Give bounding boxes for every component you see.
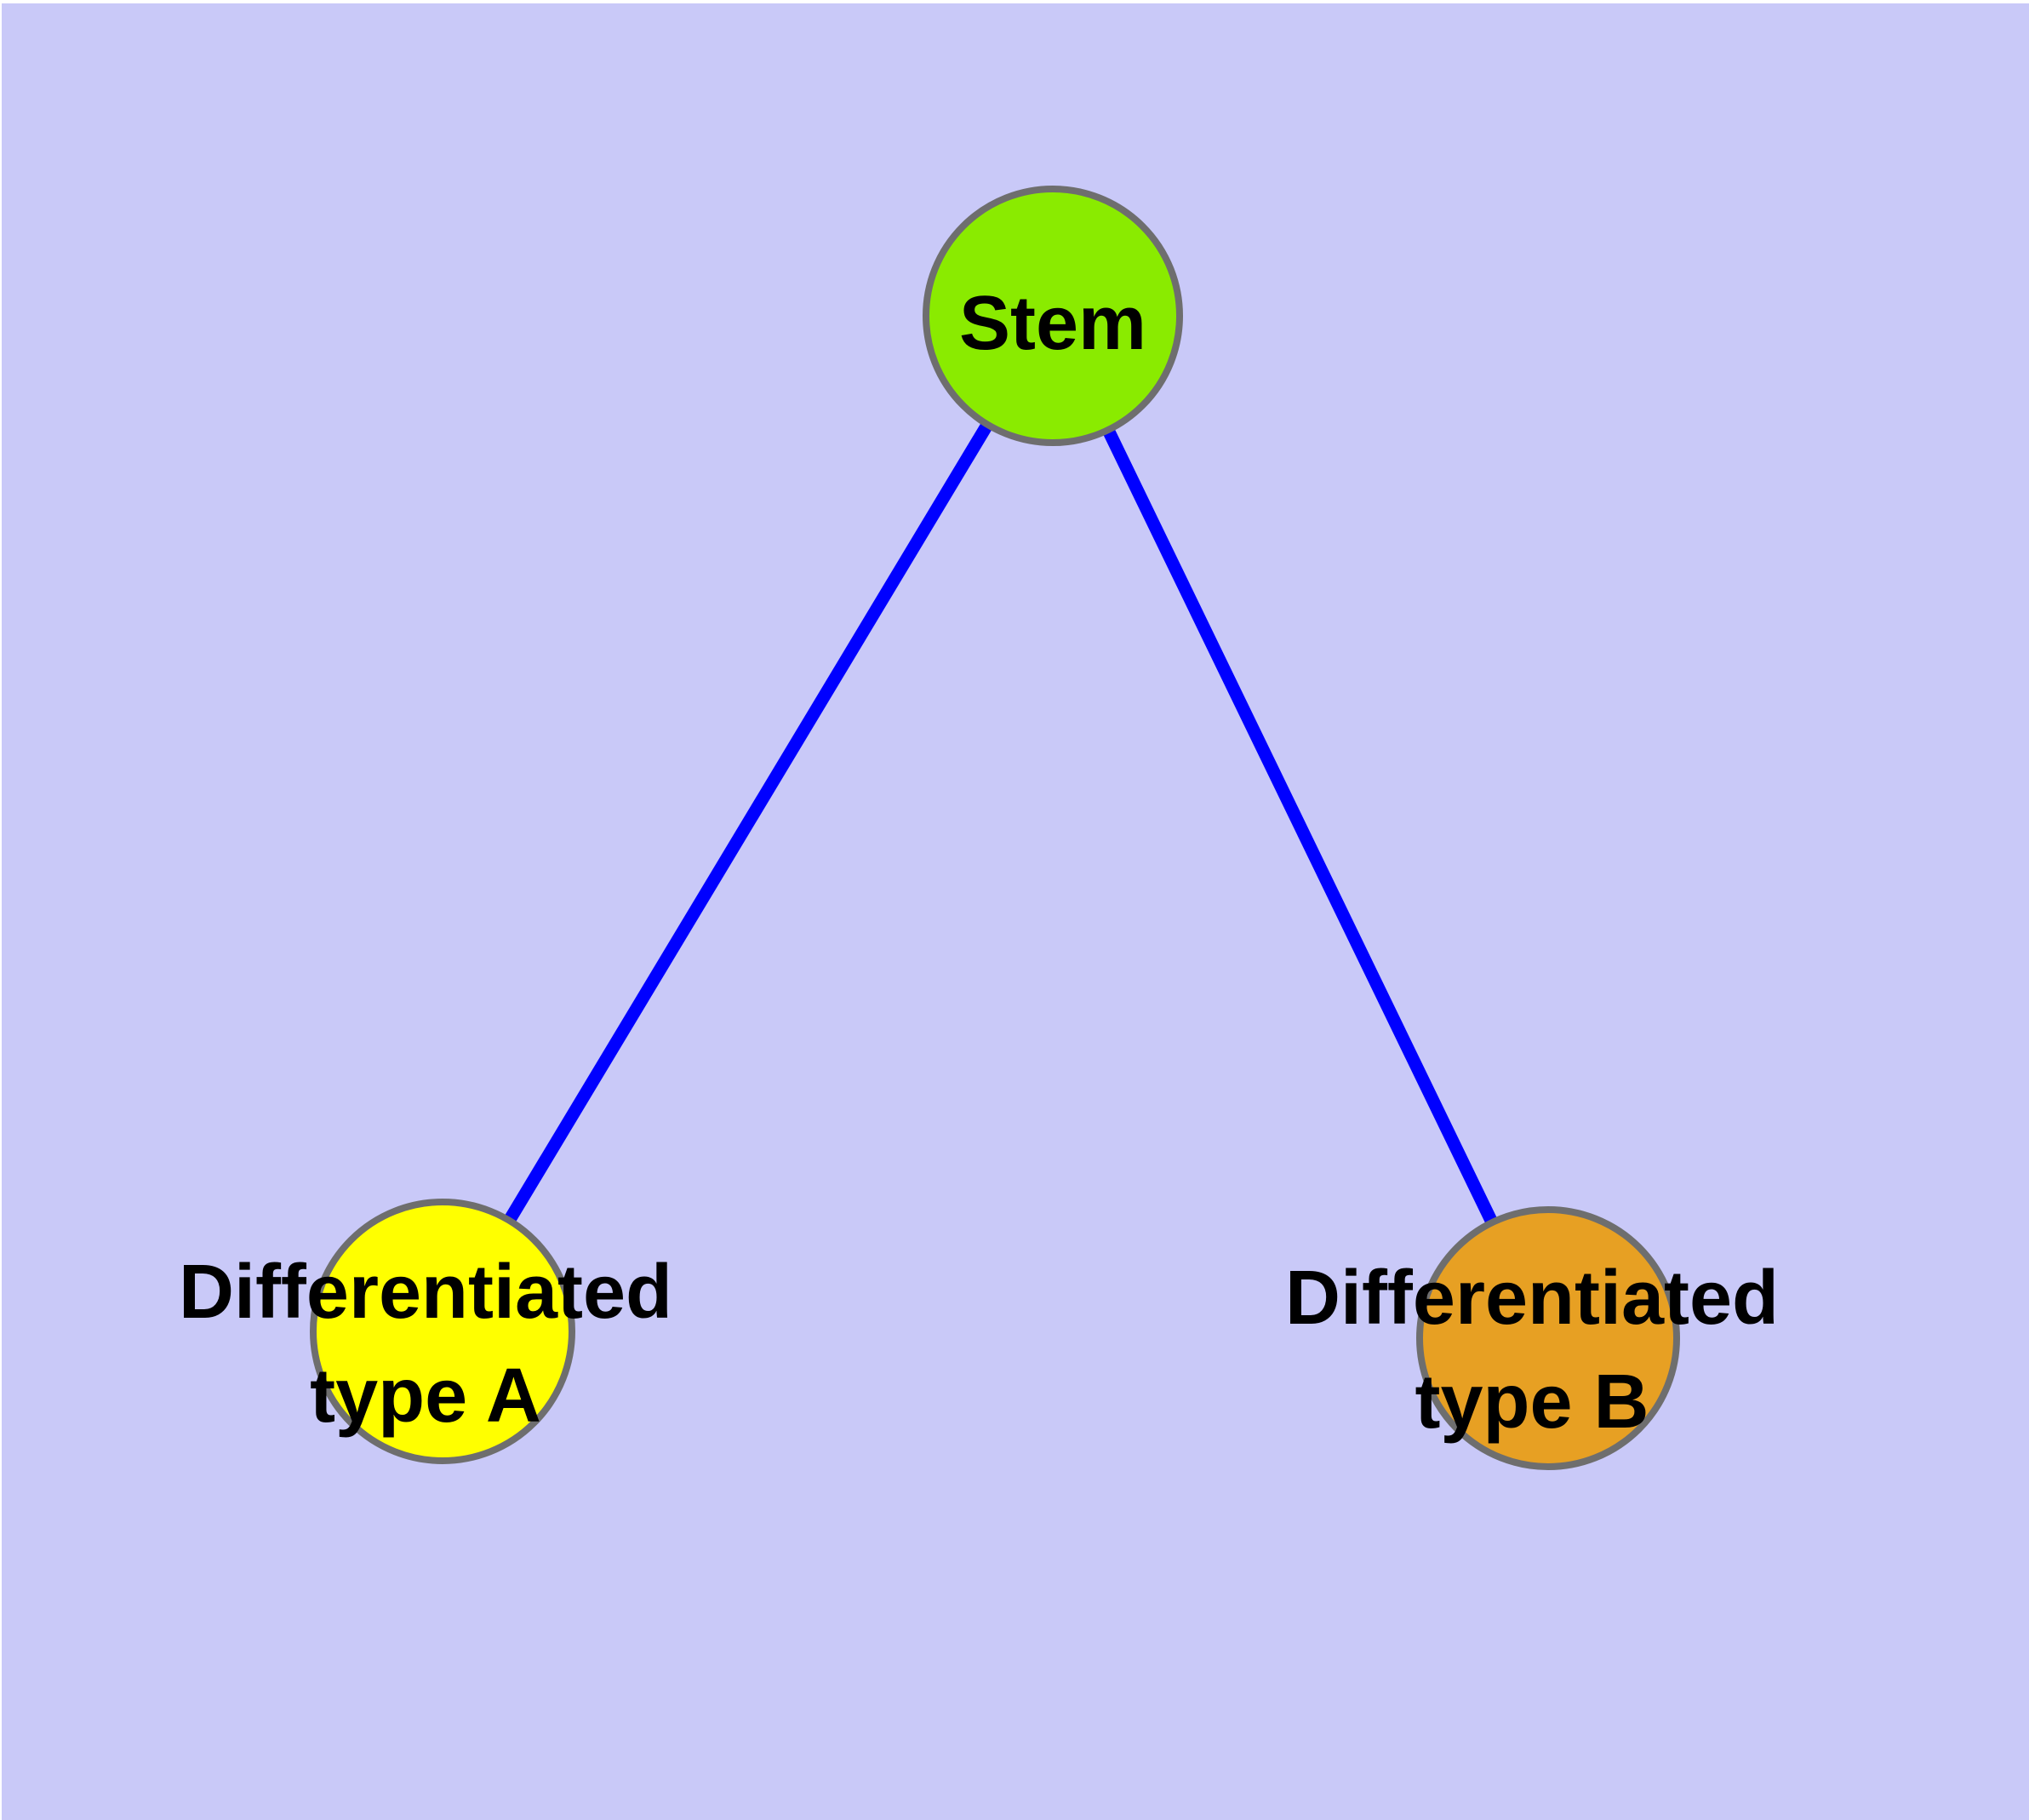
node-type-a-label-line2: type A — [310, 1354, 541, 1439]
node-differentiated-type-a: Differentiated type A — [179, 1199, 672, 1464]
edge-group — [437, 312, 1554, 1342]
node-stem-circle — [923, 186, 1183, 446]
edge-stem-to-type-a — [437, 312, 1059, 1335]
node-stem: Stem — [923, 186, 1183, 446]
node-stem-label: Stem — [959, 281, 1146, 366]
node-type-a-label-line1: Differentiated — [179, 1250, 672, 1335]
node-type-b-label-line2: type B — [1415, 1359, 1649, 1445]
node-type-b-circle — [1416, 1206, 1680, 1470]
node-type-b-label-line1: Differentiated — [1285, 1256, 1779, 1341]
edge-stem-to-type-b — [1047, 312, 1554, 1342]
node-differentiated-type-b: Differentiated type B — [1285, 1206, 1779, 1470]
node-type-a-circle — [310, 1199, 575, 1464]
